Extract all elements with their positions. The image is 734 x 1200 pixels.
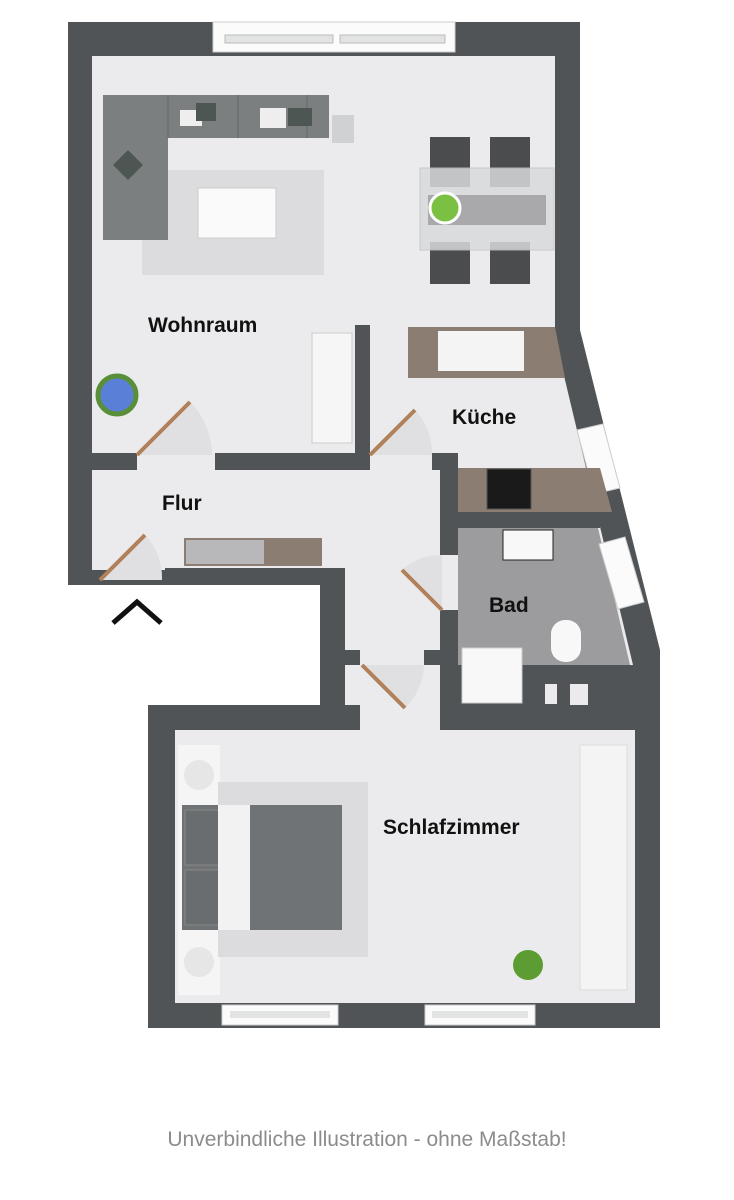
floor-bath [458,528,630,665]
toilet-icon [551,620,581,662]
disclaimer-caption: Unverbindliche Illustration - ohne Maßst… [167,1128,567,1151]
windows [212,21,645,1026]
doors [98,400,444,710]
bath-fixtures [461,529,581,704]
room-label-kueche: Küche [452,406,516,429]
coat-rack [186,540,264,564]
interior-walls [92,325,660,1028]
shaft [545,684,557,704]
dining-table [419,137,555,284]
room-label-bad: Bad [489,594,529,617]
shaft [570,684,588,705]
floor-corridor [345,568,440,730]
stove-icon [486,468,532,510]
room-label-wohnraum: Wohnraum [148,314,257,337]
sideboard [311,332,353,444]
plant-icon [428,191,462,225]
room-label-flur: Flur [162,492,202,515]
sofa-icon [103,95,354,275]
wardrobe [579,744,628,991]
entrance-arrow-icon [111,598,163,625]
plant-icon [95,373,139,417]
room-label-schlafzimmer: Schlafzimmer [383,816,520,839]
shower-icon [461,647,523,704]
kitchen-counters [408,327,612,512]
bed-icon [178,745,368,995]
sink-icon [438,331,524,371]
plant-icon [513,950,543,980]
